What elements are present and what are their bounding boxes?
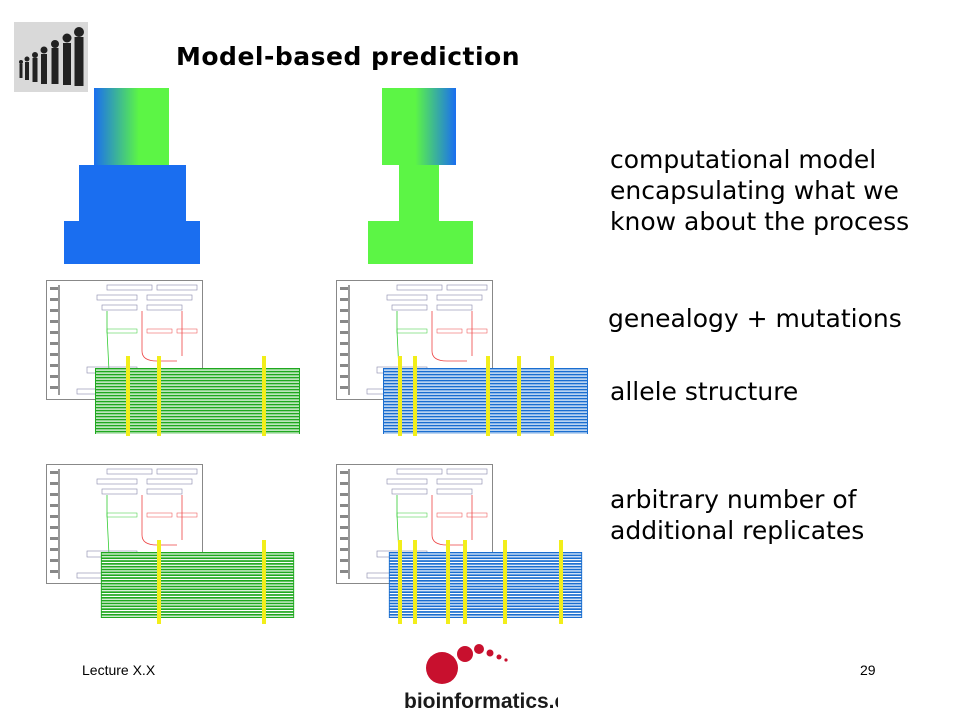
genealogy-diagram xyxy=(340,468,488,579)
mutation-marker xyxy=(446,540,450,624)
genealogy-diagram xyxy=(50,284,198,395)
genealogy-diagram xyxy=(340,284,488,395)
footer-lecture-label: Lecture X.X xyxy=(82,662,156,678)
haplotype-grid xyxy=(100,552,295,618)
desc-text: computational model encapsulating what w… xyxy=(610,145,910,236)
mutation-marker xyxy=(413,356,417,436)
footer-page-number: 29 xyxy=(860,662,876,678)
model-block-left xyxy=(64,88,200,264)
haplotype-grid xyxy=(388,552,583,618)
slide-title: Model-based prediction xyxy=(176,42,521,71)
mutation-marker xyxy=(463,540,467,624)
logo-text: bioinformatics.ca xyxy=(404,690,558,713)
desc-allele-structure: allele structure xyxy=(610,377,799,406)
mutation-marker xyxy=(559,540,563,624)
desc-computational-model: computational model encapsulating what w… xyxy=(610,144,909,237)
mutation-marker xyxy=(486,356,490,436)
bioinformatics-logo-icon: bioinformatics.ca xyxy=(404,644,558,713)
mutation-marker xyxy=(262,540,266,624)
desc-genealogy-mutations: genealogy + mutations xyxy=(608,304,902,333)
desc-replicates: arbitrary number of additional replicate… xyxy=(610,484,864,546)
mutation-marker xyxy=(157,540,161,624)
mutation-marker xyxy=(262,356,266,436)
mutation-marker xyxy=(126,356,130,436)
desc-text: arbitrary number of additional replicate… xyxy=(610,485,865,545)
genealogy-diagram xyxy=(50,468,198,579)
mutation-marker xyxy=(157,356,161,436)
mutation-marker xyxy=(398,540,402,624)
mutation-marker xyxy=(503,540,507,624)
mutation-marker xyxy=(413,540,417,624)
mutation-marker xyxy=(398,356,402,436)
mutation-marker xyxy=(550,356,554,436)
model-block-right xyxy=(368,88,473,264)
mutation-marker xyxy=(517,356,521,436)
people-evolution-icon xyxy=(14,22,88,92)
